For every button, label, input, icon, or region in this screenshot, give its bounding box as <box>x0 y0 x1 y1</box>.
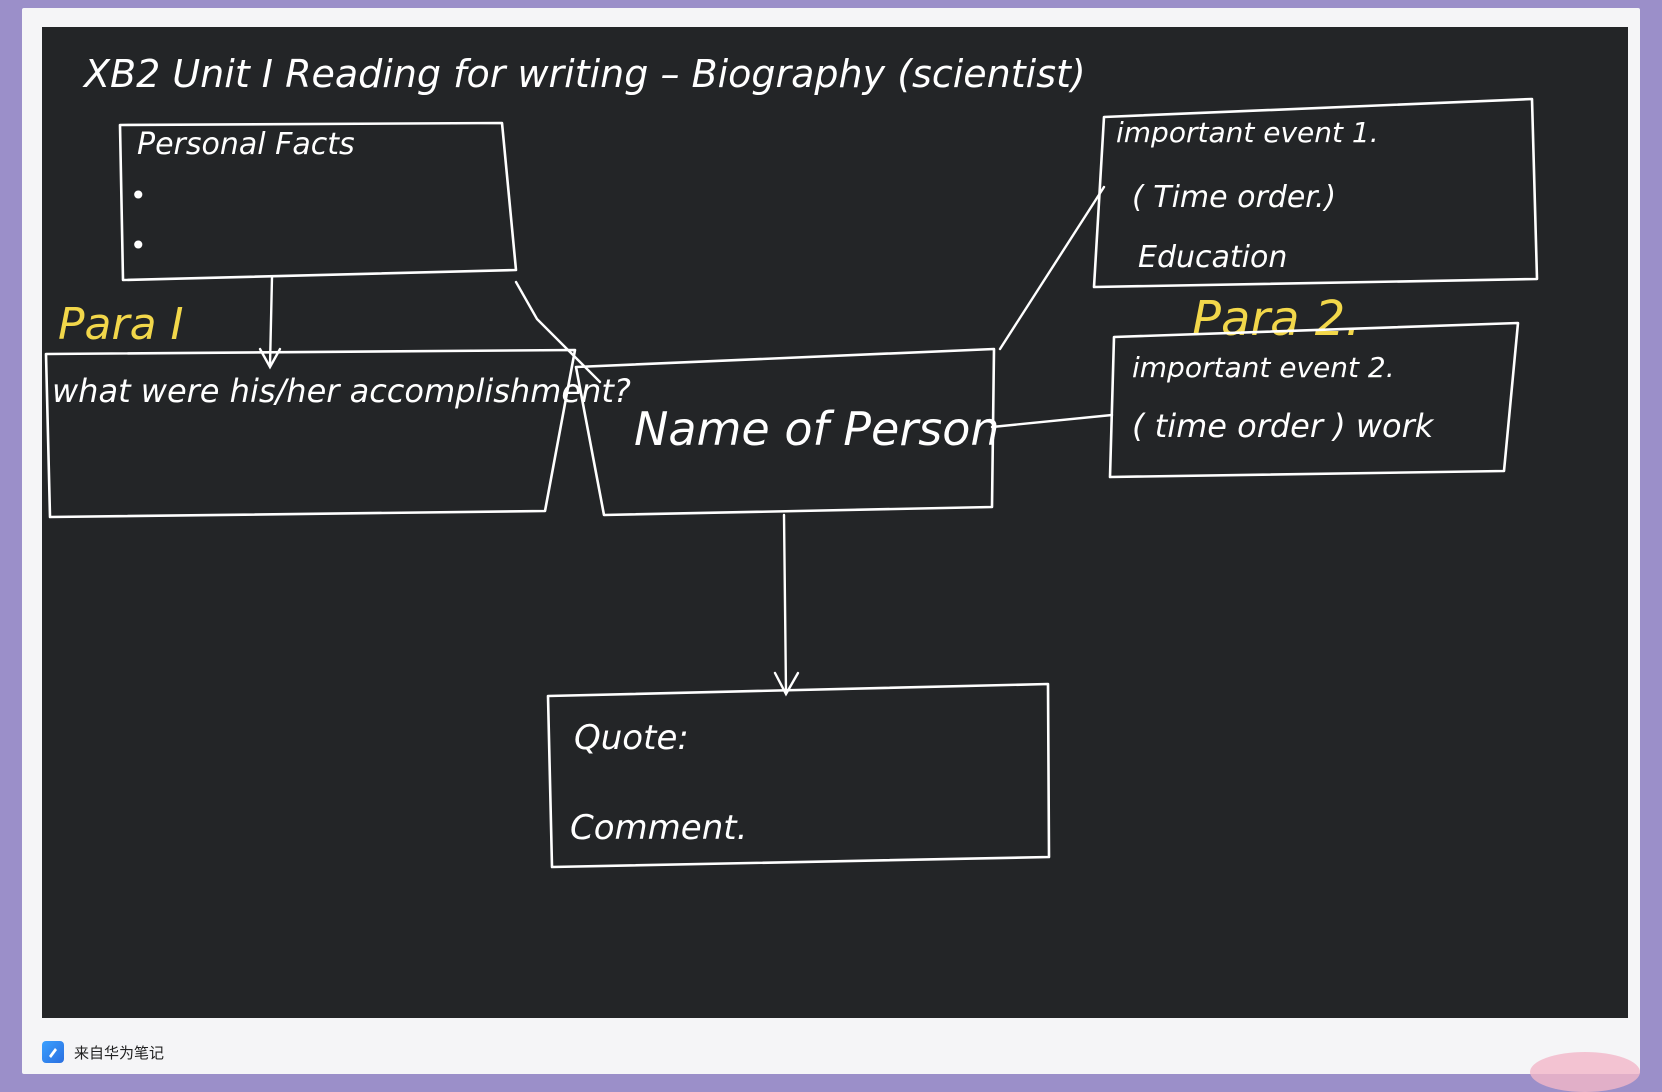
decorative-corner-blob <box>1530 1052 1640 1092</box>
page-title: XB2 Unit I Reading for writing – Biograp… <box>82 52 1086 96</box>
accomplishments-box <box>44 348 577 519</box>
event-2-line-1: important event 2. <box>1132 351 1395 384</box>
quote-comment-box <box>546 682 1051 869</box>
connector-center-to-event-2 <box>990 413 1114 429</box>
arrow-center-to-quote <box>782 513 788 694</box>
center-box-name-of-person <box>574 347 996 517</box>
mind-map-diagram: XB2 Unit I Reading for writing – Biograp… <box>44 52 1539 869</box>
quote-label: Quote: <box>574 718 689 758</box>
arrow-facts-to-accomplishments <box>268 275 274 367</box>
huawei-notes-icon <box>42 1041 64 1063</box>
personal-facts-bullet-1: • <box>130 179 147 212</box>
arrow-head-icon <box>258 347 282 370</box>
para-2-label: Para 2. <box>1192 291 1361 347</box>
footer-source: 来自华为笔记 <box>42 1036 164 1068</box>
personal-facts-bullet-2: • <box>130 229 147 262</box>
event-1-line-2: ( Time order.) <box>1132 180 1336 215</box>
connector-facts-to-center <box>514 280 602 384</box>
accomplishments-text: what were his/her accomplishment? <box>52 372 631 410</box>
event-1-box <box>1092 97 1539 289</box>
event-1-line-1: important event 1. <box>1116 116 1379 149</box>
blackboard-canvas: XB2 Unit I Reading for writing – Biograp… <box>42 27 1628 1018</box>
event-2-box <box>1108 321 1520 479</box>
event-1-line-3: Education <box>1138 240 1287 275</box>
para-1-label: Para I <box>58 299 184 350</box>
footer-source-text: 来自华为笔记 <box>74 1043 165 1062</box>
center-text: Name of Person <box>634 402 1000 456</box>
personal-facts-heading: Personal Facts <box>137 127 355 162</box>
arrow-head-icon <box>773 671 800 697</box>
event-2-line-2: ( time order ) work <box>1132 407 1435 445</box>
comment-label: Comment. <box>570 808 747 848</box>
personal-facts-box <box>118 121 518 282</box>
connector-center-to-event-1 <box>998 185 1106 351</box>
